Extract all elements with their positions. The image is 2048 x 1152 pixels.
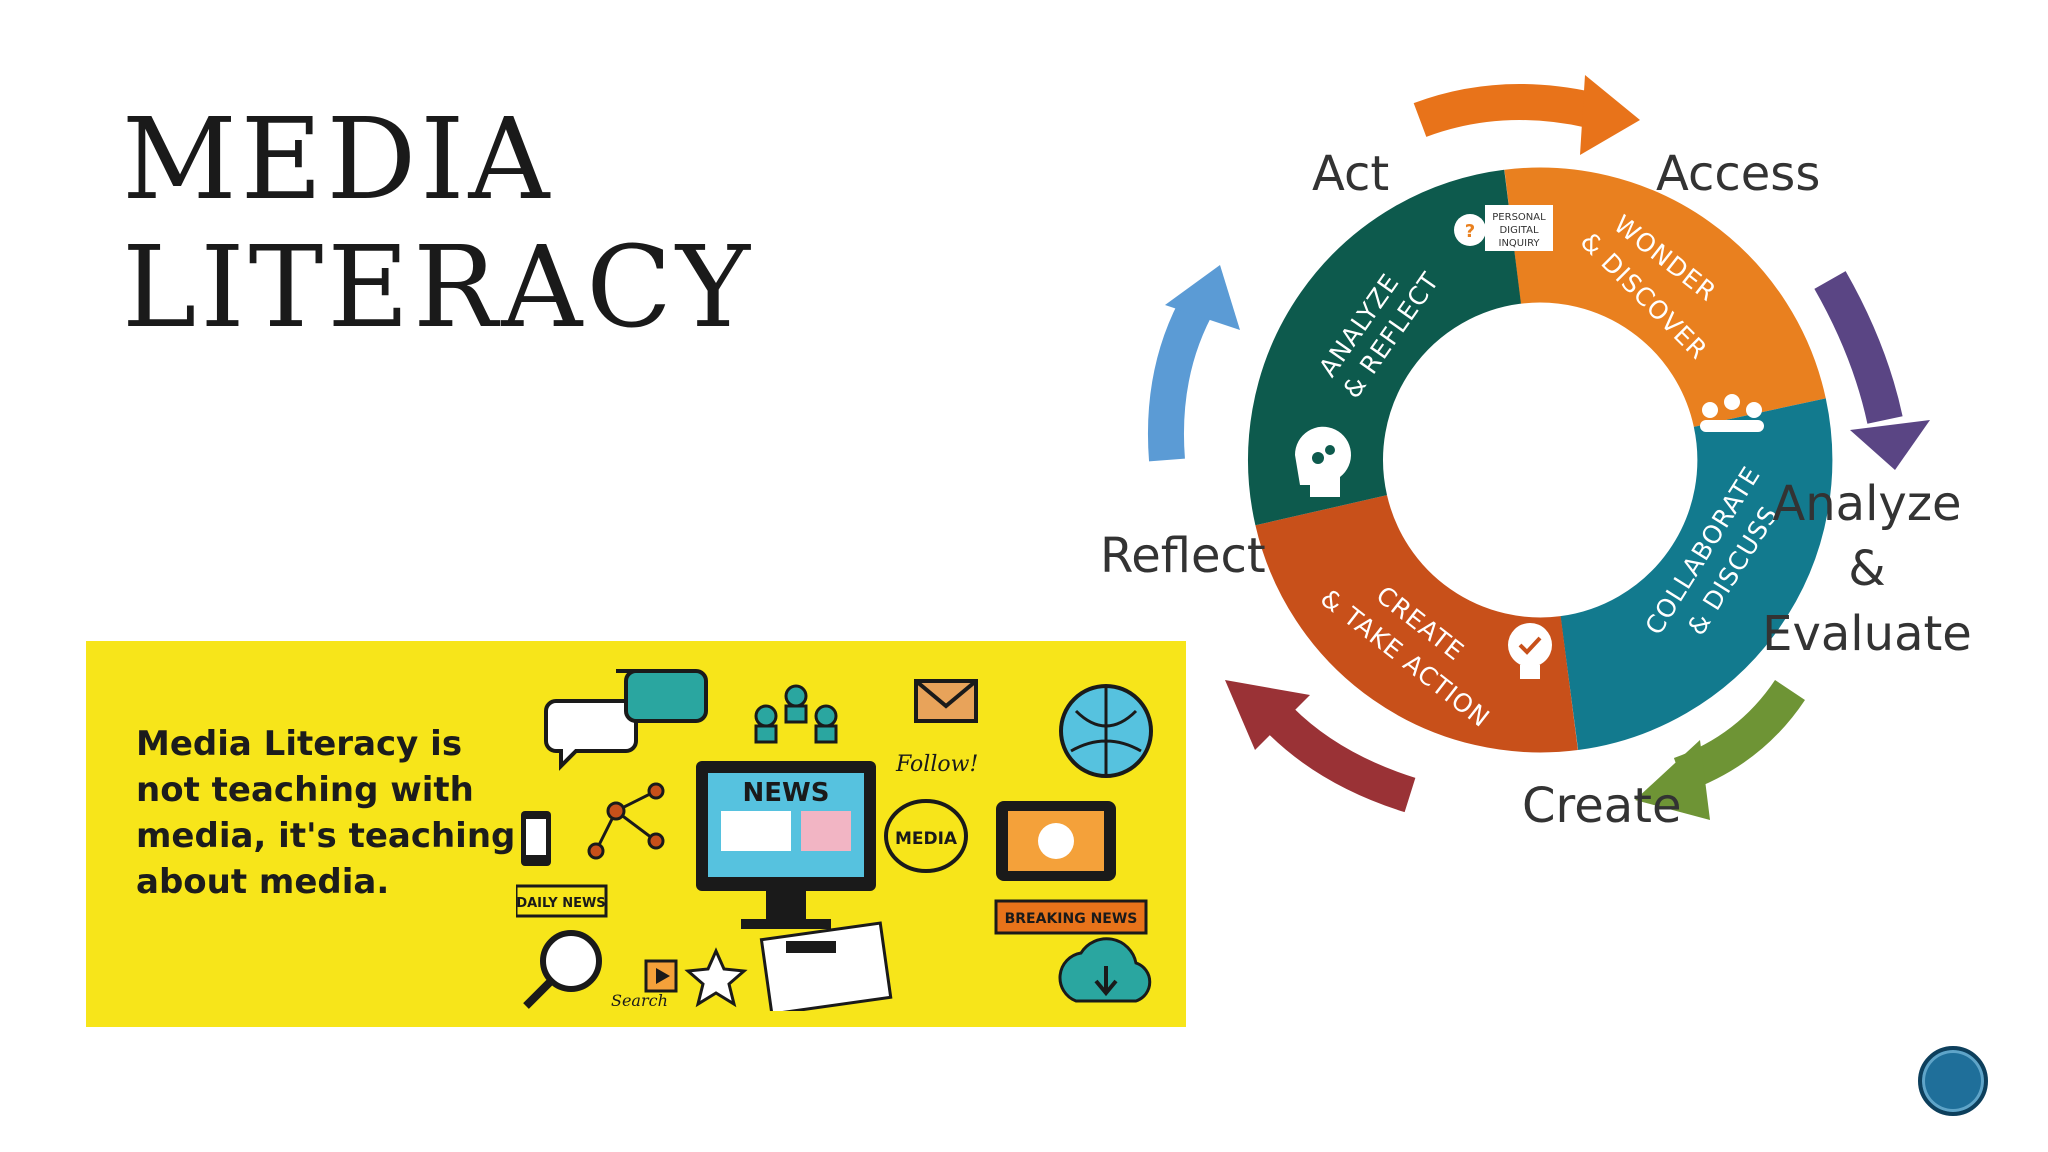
monitor-icon: NEWS — [696, 761, 876, 929]
badge-line-1: PERSONAL — [1492, 212, 1546, 223]
badge-line-2: DIGITAL — [1499, 225, 1539, 236]
svg-text:?: ? — [1465, 221, 1475, 242]
news-label: NEWS — [743, 778, 830, 808]
ring-segment-create — [1255, 493, 1578, 753]
banner-quote: Media Literacy is not teaching with medi… — [136, 724, 516, 902]
network-icon — [587, 782, 665, 860]
arrow-to-act — [1147, 265, 1240, 462]
people-icon — [754, 684, 838, 744]
inquiry-cycle-diagram: WONDER & DISCOVER COLLABORATE & DISCUSS … — [1100, 75, 1972, 834]
banner-illustration: NEWS Follow! MEDIA — [516, 669, 1153, 1011]
title-line-2: LITERACY — [122, 223, 754, 353]
label-act: Act — [1312, 146, 1389, 202]
badge-line-3: INQUIRY — [1499, 238, 1541, 249]
arrow-to-reflect — [1225, 680, 1416, 813]
search-label: Search — [611, 991, 668, 1010]
media-badge-icon: MEDIA — [884, 799, 968, 873]
globe-icon — [1059, 684, 1153, 778]
ring-segment-collaborate — [1558, 398, 1833, 751]
magnifier-icon: Search — [523, 930, 668, 1010]
label-amp: & — [1848, 541, 1885, 597]
newspaper-icon — [759, 921, 893, 1011]
brain-icon — [1294, 426, 1351, 497]
media-label: MEDIA — [895, 829, 958, 849]
breaking-news-icon: BREAKING NEWS — [994, 899, 1148, 935]
phone-icon — [521, 811, 551, 866]
label-evaluate: Evaluate — [1762, 606, 1972, 662]
slide-nav-button[interactable] — [1918, 1046, 1988, 1116]
group-icon — [1700, 394, 1764, 432]
cloud-download-icon — [1058, 937, 1152, 1003]
breaking-news-label: BREAKING NEWS — [1005, 911, 1138, 927]
daily-news-label: DAILY NEWS — [516, 896, 605, 911]
media-literacy-banner: Media Literacy is not teaching with medi… — [86, 641, 1186, 1027]
daily-news-icon: DAILY NEWS — [516, 884, 608, 918]
tablet-icon — [996, 801, 1116, 881]
arrow-to-evaluate — [1814, 271, 1930, 470]
label-reflect: Reflect — [1100, 528, 1266, 584]
ring-segment-wonder — [1504, 167, 1826, 429]
title-line-1: MEDIA — [122, 95, 554, 225]
label-create: Create — [1522, 778, 1682, 834]
follow-label: Follow! — [895, 752, 978, 777]
envelope-icon — [914, 679, 978, 723]
chat-bubbles-icon — [544, 669, 708, 771]
play-icon — [644, 959, 678, 993]
lightbulb-icon — [1508, 623, 1552, 679]
inquiry-badge-icon: ? PERSONAL DIGITAL INQUIRY — [1454, 205, 1553, 251]
page-title: MEDIA LITERACY — [122, 96, 754, 352]
star-icon — [684, 947, 748, 1008]
label-analyze: Analyze — [1772, 476, 1961, 532]
label-access: Access — [1656, 146, 1820, 202]
arrow-to-access — [1413, 75, 1640, 155]
arrow-to-create — [1635, 679, 1805, 820]
